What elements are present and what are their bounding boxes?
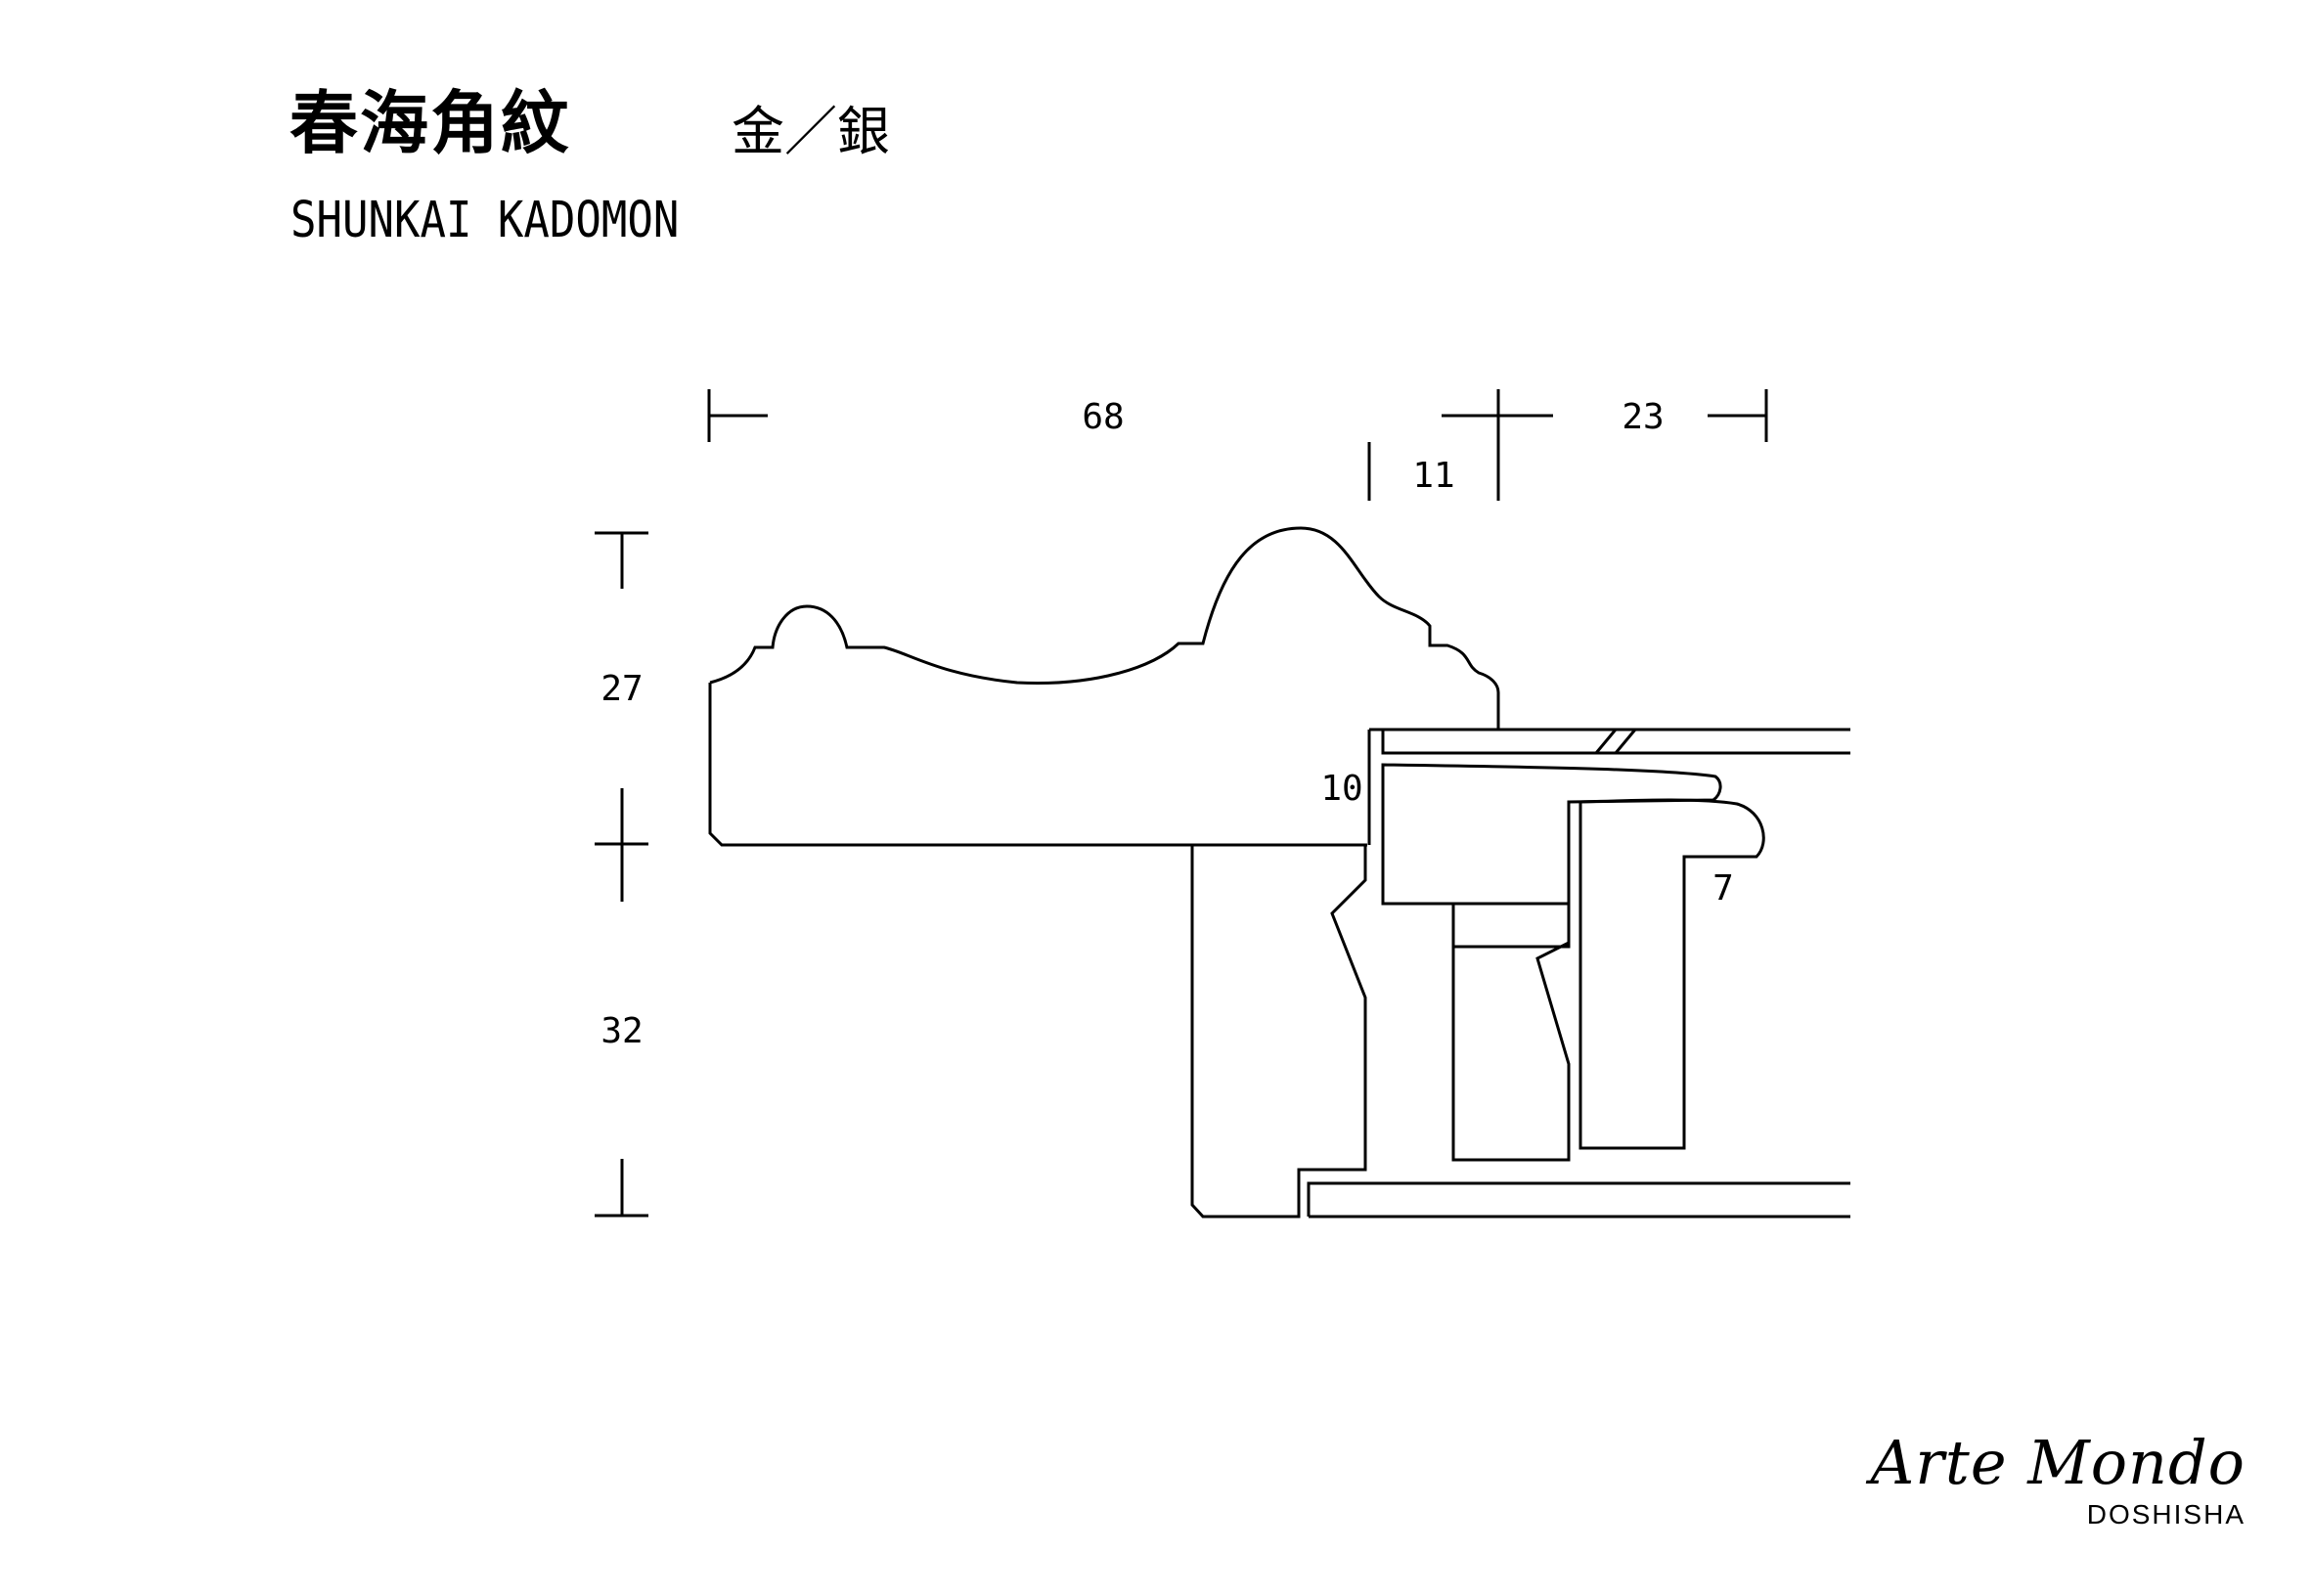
- finish-label: 金／銀: [732, 101, 890, 162]
- dim-inner-7: 7: [1712, 868, 1734, 909]
- dimension-lines: [595, 389, 1768, 1218]
- dim-height-32: 32: [600, 1011, 643, 1051]
- dim-width-23: 23: [1622, 397, 1664, 437]
- dim-width-11: 11: [1412, 456, 1454, 496]
- brand-sub: DOSHISHA: [2086, 1499, 2245, 1530]
- brand-name: Arte Mondo: [1870, 1427, 2245, 1498]
- product-title-en: SHUNKAI KADOMON: [290, 192, 680, 249]
- moulding-outline: [709, 526, 1500, 730]
- product-title-jp: 春海角紋: [289, 83, 571, 163]
- dim-width-68: 68: [1082, 397, 1124, 437]
- brand-logo: Arte Mondo DOSHISHA: [1871, 1433, 2245, 1530]
- dim-height-27: 27: [600, 669, 643, 709]
- dim-inner-10: 10: [1320, 769, 1362, 809]
